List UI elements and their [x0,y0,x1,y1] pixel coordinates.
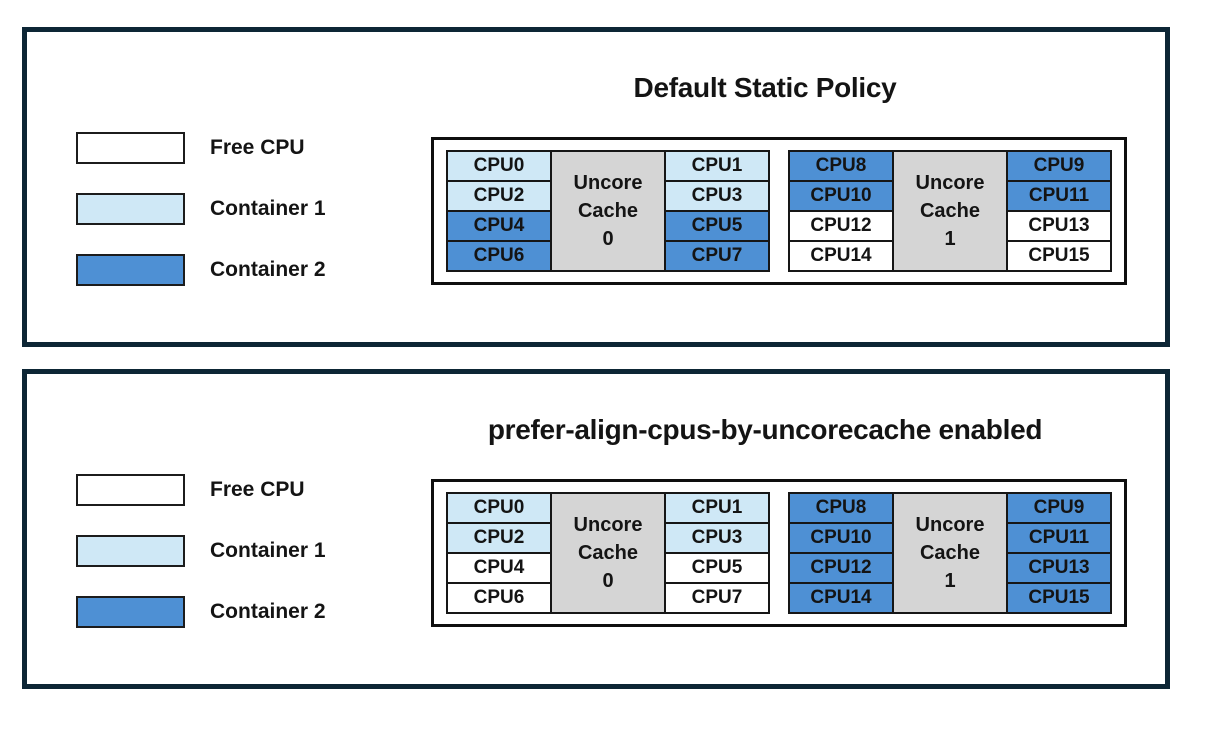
cpu-cell: CPU3 [664,180,770,212]
cpu-cell: CPU6 [446,582,552,614]
legend-item: Free CPU [76,474,326,506]
legend-item: Container 2 [76,596,326,628]
uncore-cache-label-line: Uncore [573,514,643,536]
legend-label: Free CPU [210,136,305,159]
cpu-column-right: CPU9 CPU11 CPU13 CPU15 [1006,150,1112,272]
uncore-cache-label-line: 0 [602,570,614,592]
cpu-cell: CPU13 [1006,210,1112,242]
cpu-cell: CPU10 [788,522,894,554]
cpu-cell: CPU2 [446,522,552,554]
cpu-cell: CPU2 [446,180,552,212]
uncore-cache-label-line: Cache [577,542,639,564]
legend: Free CPU Container 1 Container 2 [76,474,326,657]
cpu-cell: CPU8 [788,492,894,524]
cpu-column-left: CPU8 CPU10 CPU12 CPU14 [788,150,894,272]
cpu-cell: CPU5 [664,210,770,242]
uncore-cache-label-line: 1 [944,570,956,592]
cpu-cell: CPU0 [446,150,552,182]
uncore-cache-label-line: Cache [919,542,981,564]
legend-swatch [76,474,185,506]
uncore-cache-label-line: 0 [602,228,614,250]
uncore-cache-label-line: Uncore [915,514,985,536]
cpu-cell: CPU4 [446,552,552,584]
cpu-cell: CPU3 [664,522,770,554]
cpu-cell: CPU0 [446,492,552,524]
cpu-cell: CPU11 [1006,180,1112,212]
cpu-cell: CPU14 [788,582,894,614]
legend-label: Container 2 [210,600,326,623]
legend-item: Container 1 [76,193,326,225]
cpu-cell: CPU5 [664,552,770,584]
uncore-cache-label-line: Cache [919,200,981,222]
legend-swatch [76,254,185,286]
uncore-cache-label-line: Uncore [915,172,985,194]
legend-item: Container 2 [76,254,326,286]
uncore-cache-label-line: 1 [944,228,956,250]
panel-title: prefer-align-cpus-by-uncorecache enabled [487,414,1043,445]
cpu-column-right: CPU9 CPU11 CPU13 CPU15 [1006,492,1112,614]
legend-swatch [76,193,185,225]
cpu-cell: CPU4 [446,210,552,242]
legend-label: Container 2 [210,258,326,281]
cpu-cell: CPU7 [664,582,770,614]
policy-panel: Default Static Policy Free CPU Container… [22,27,1170,347]
cpu-column-right: CPU1 CPU3 CPU5 CPU7 [664,492,770,614]
cpu-cell: CPU13 [1006,552,1112,584]
cpu-cell: CPU10 [788,180,894,212]
cpu-cell: CPU9 [1006,492,1112,524]
cpu-cell: CPU15 [1006,582,1112,614]
cpu-column-left: CPU0 CPU2 CPU4 CPU6 [446,492,552,614]
legend-swatch [76,535,185,567]
cpu-cell: CPU12 [788,210,894,242]
legend-swatch [76,596,185,628]
legend: Free CPU Container 1 Container 2 [76,132,326,315]
cpu-column-right: CPU1 CPU3 CPU5 CPU7 [664,150,770,272]
cpu-cell: CPU14 [788,240,894,272]
cpu-cell: CPU9 [1006,150,1112,182]
cpu-cell: CPU1 [664,492,770,524]
cpu-cell: CPU1 [664,150,770,182]
cpu-cell: CPU11 [1006,522,1112,554]
cpu-column-left: CPU8 CPU10 CPU12 CPU14 [788,492,894,614]
cpu-cell: CPU8 [788,150,894,182]
cpu-cell: CPU15 [1006,240,1112,272]
legend-label: Container 1 [210,539,326,562]
cpu-cell: CPU7 [664,240,770,272]
legend-item: Container 1 [76,535,326,567]
policy-panel: prefer-align-cpus-by-uncorecache enabled… [22,369,1170,689]
legend-label: Free CPU [210,478,305,501]
cpu-cell: CPU12 [788,552,894,584]
legend-swatch [76,132,185,164]
cpu-cell: CPU6 [446,240,552,272]
uncore-cache-label-line: Cache [577,200,639,222]
panel-title: Default Static Policy [633,72,897,103]
uncore-cache-label-line: Uncore [573,172,643,194]
legend-label: Container 1 [210,197,326,220]
legend-item: Free CPU [76,132,326,164]
cpu-column-left: CPU0 CPU2 CPU4 CPU6 [446,150,552,272]
